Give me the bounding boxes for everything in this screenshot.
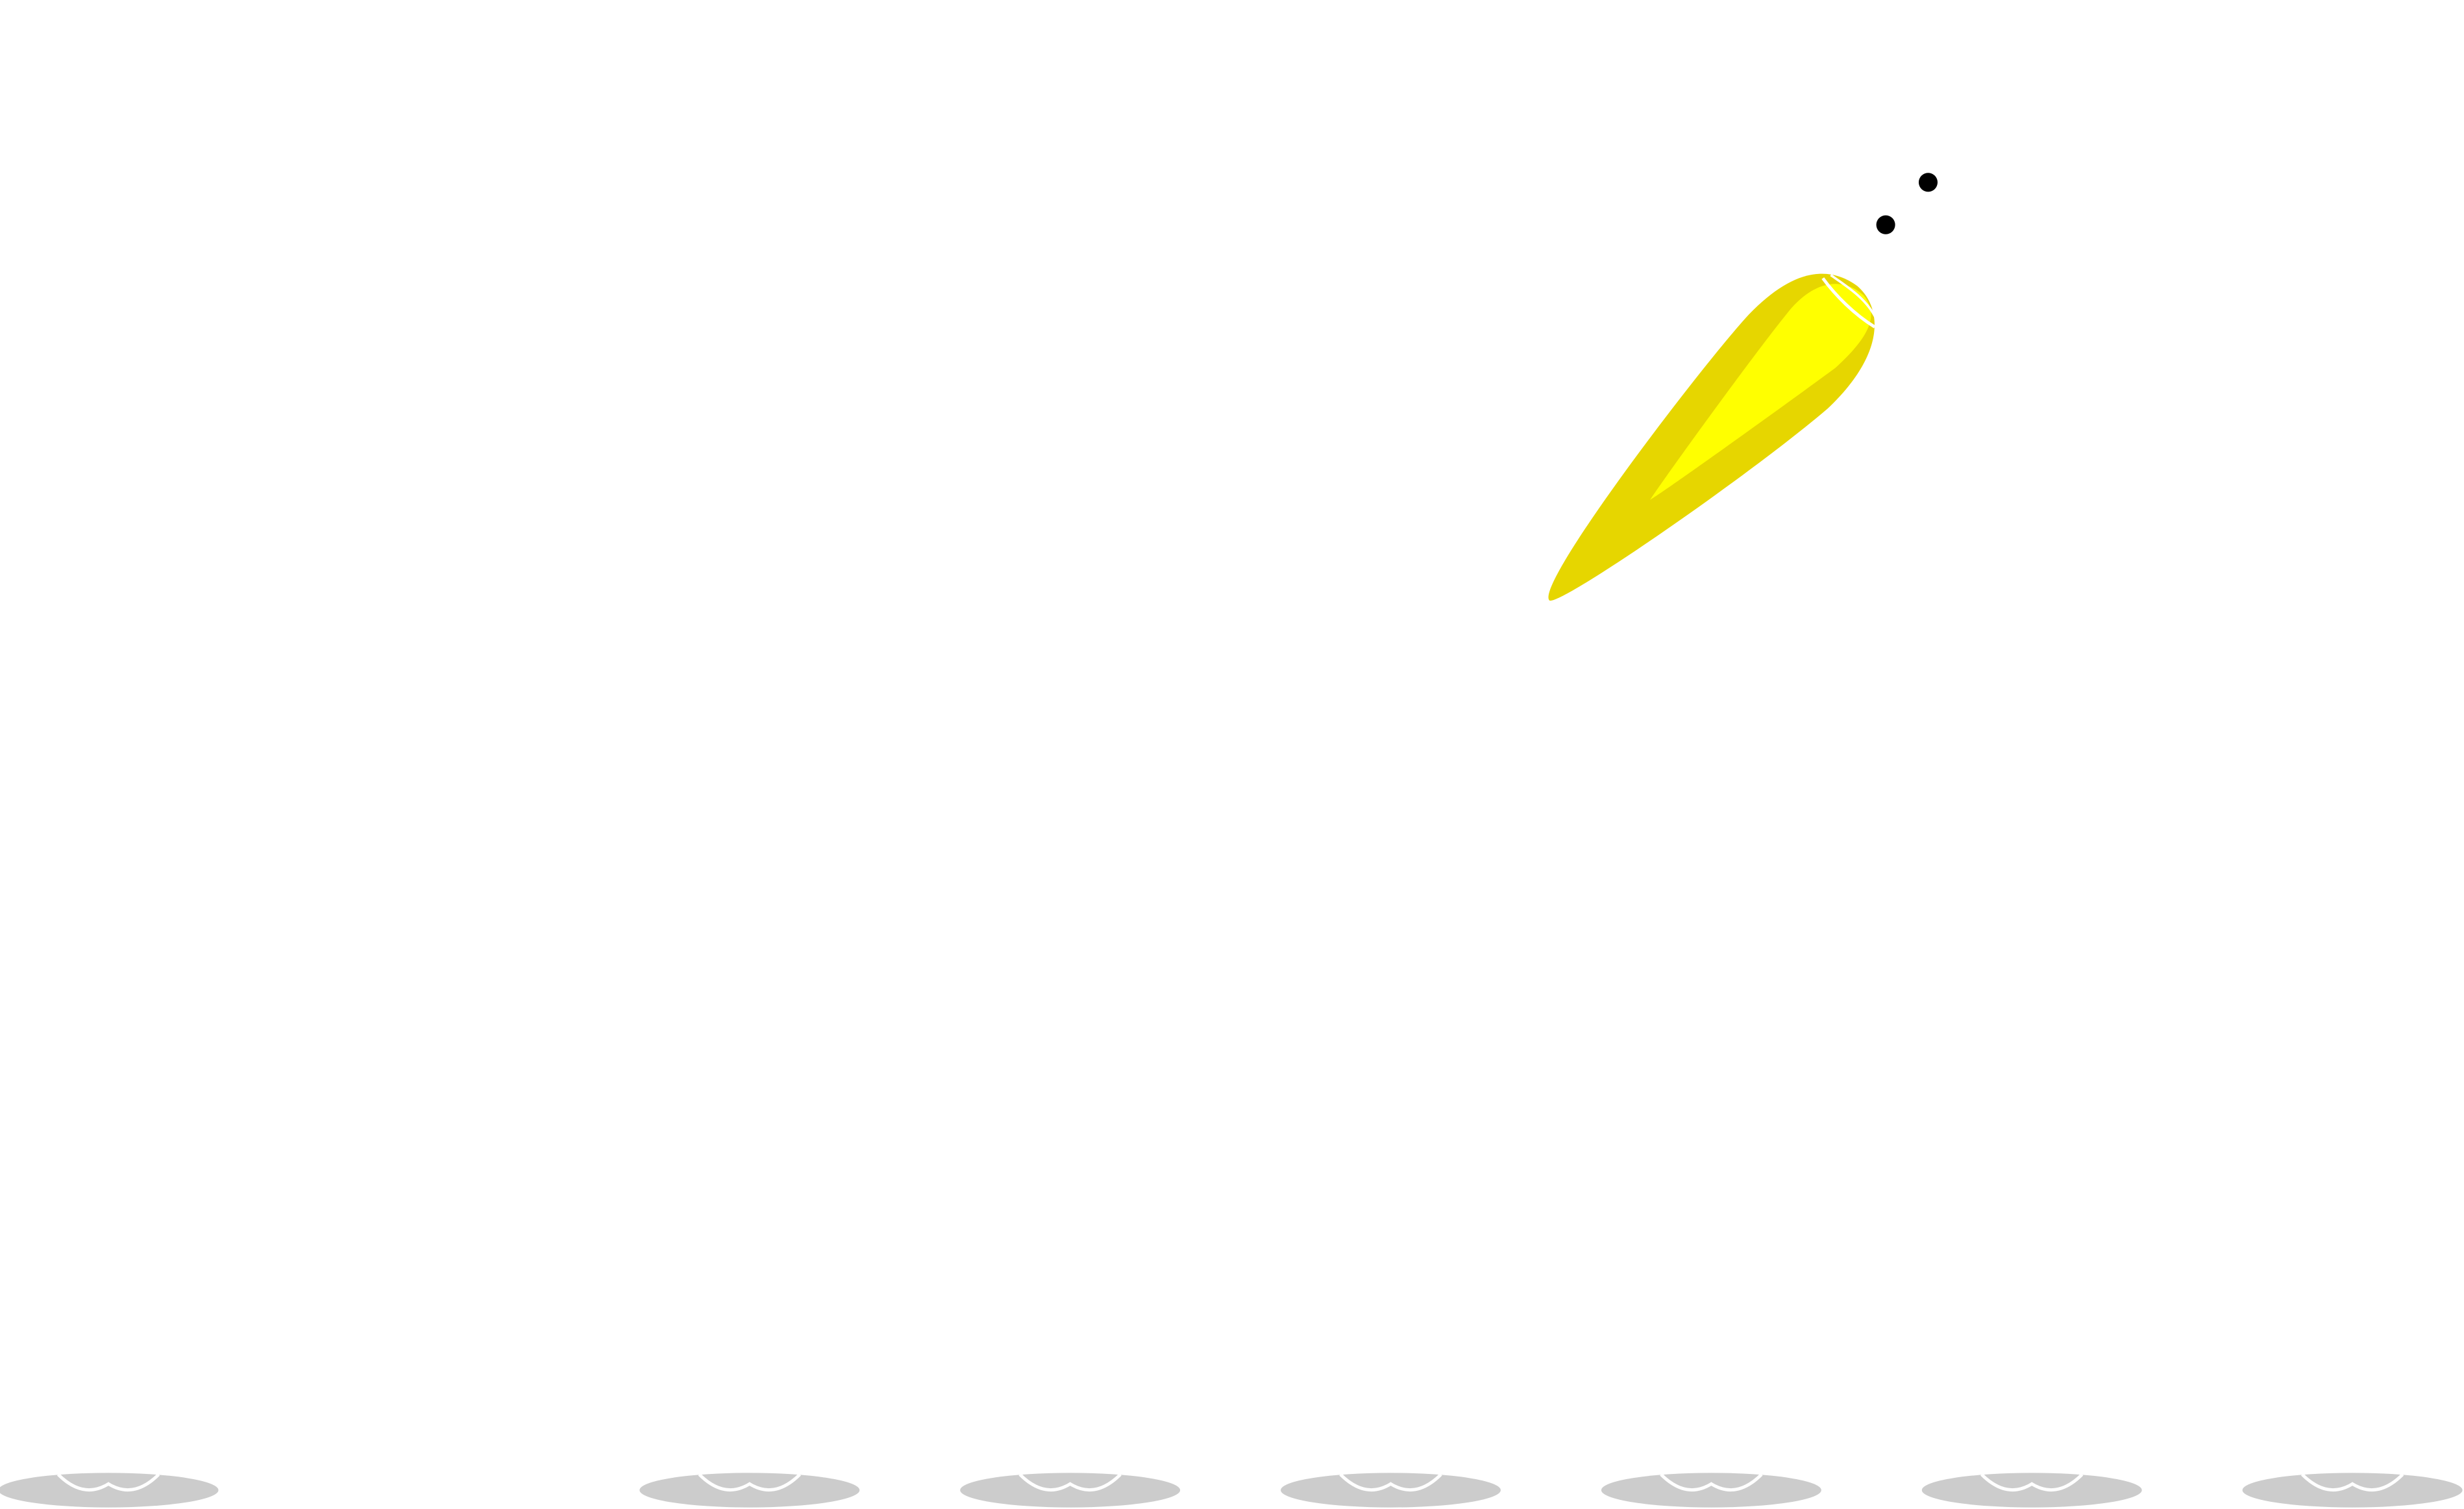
creature-head-ridge: [1830, 274, 1878, 320]
platform-marking: [698, 1473, 801, 1491]
platform-oval: [2242, 1473, 2463, 1508]
platform-oval: [1601, 1473, 1821, 1508]
grey-oval-platform-icon: [1281, 1473, 1501, 1508]
platform-marking: [2300, 1473, 2404, 1491]
platform-row: [0, 1473, 2463, 1508]
platform-marking: [1980, 1473, 2084, 1491]
platform-marking: [1660, 1473, 1763, 1491]
grey-oval-platform-icon: [1601, 1473, 1821, 1508]
grey-oval-platform-icon: [1921, 1473, 2142, 1508]
yellow-flying-creature-icon: [1548, 173, 1938, 601]
platform-oval: [1281, 1473, 1501, 1508]
creature-body-inner: [1649, 284, 1871, 500]
grey-oval-platform-icon: [2242, 1473, 2463, 1508]
platform-oval: [1921, 1473, 2142, 1508]
creature-head-crest: [1821, 277, 1876, 329]
platform-oval: [0, 1473, 219, 1508]
platform-marking: [1339, 1473, 1442, 1491]
creature-eye-left: [1876, 215, 1895, 234]
grey-oval-platform-icon: [960, 1473, 1181, 1508]
platform-oval: [960, 1473, 1181, 1508]
platform-marking: [1018, 1473, 1122, 1491]
platform-oval: [639, 1473, 860, 1508]
grey-oval-platform-icon: [0, 1473, 219, 1508]
grey-oval-platform-icon: [639, 1473, 860, 1508]
platform-marking: [56, 1473, 160, 1491]
creature-eye-right: [1918, 173, 1938, 192]
